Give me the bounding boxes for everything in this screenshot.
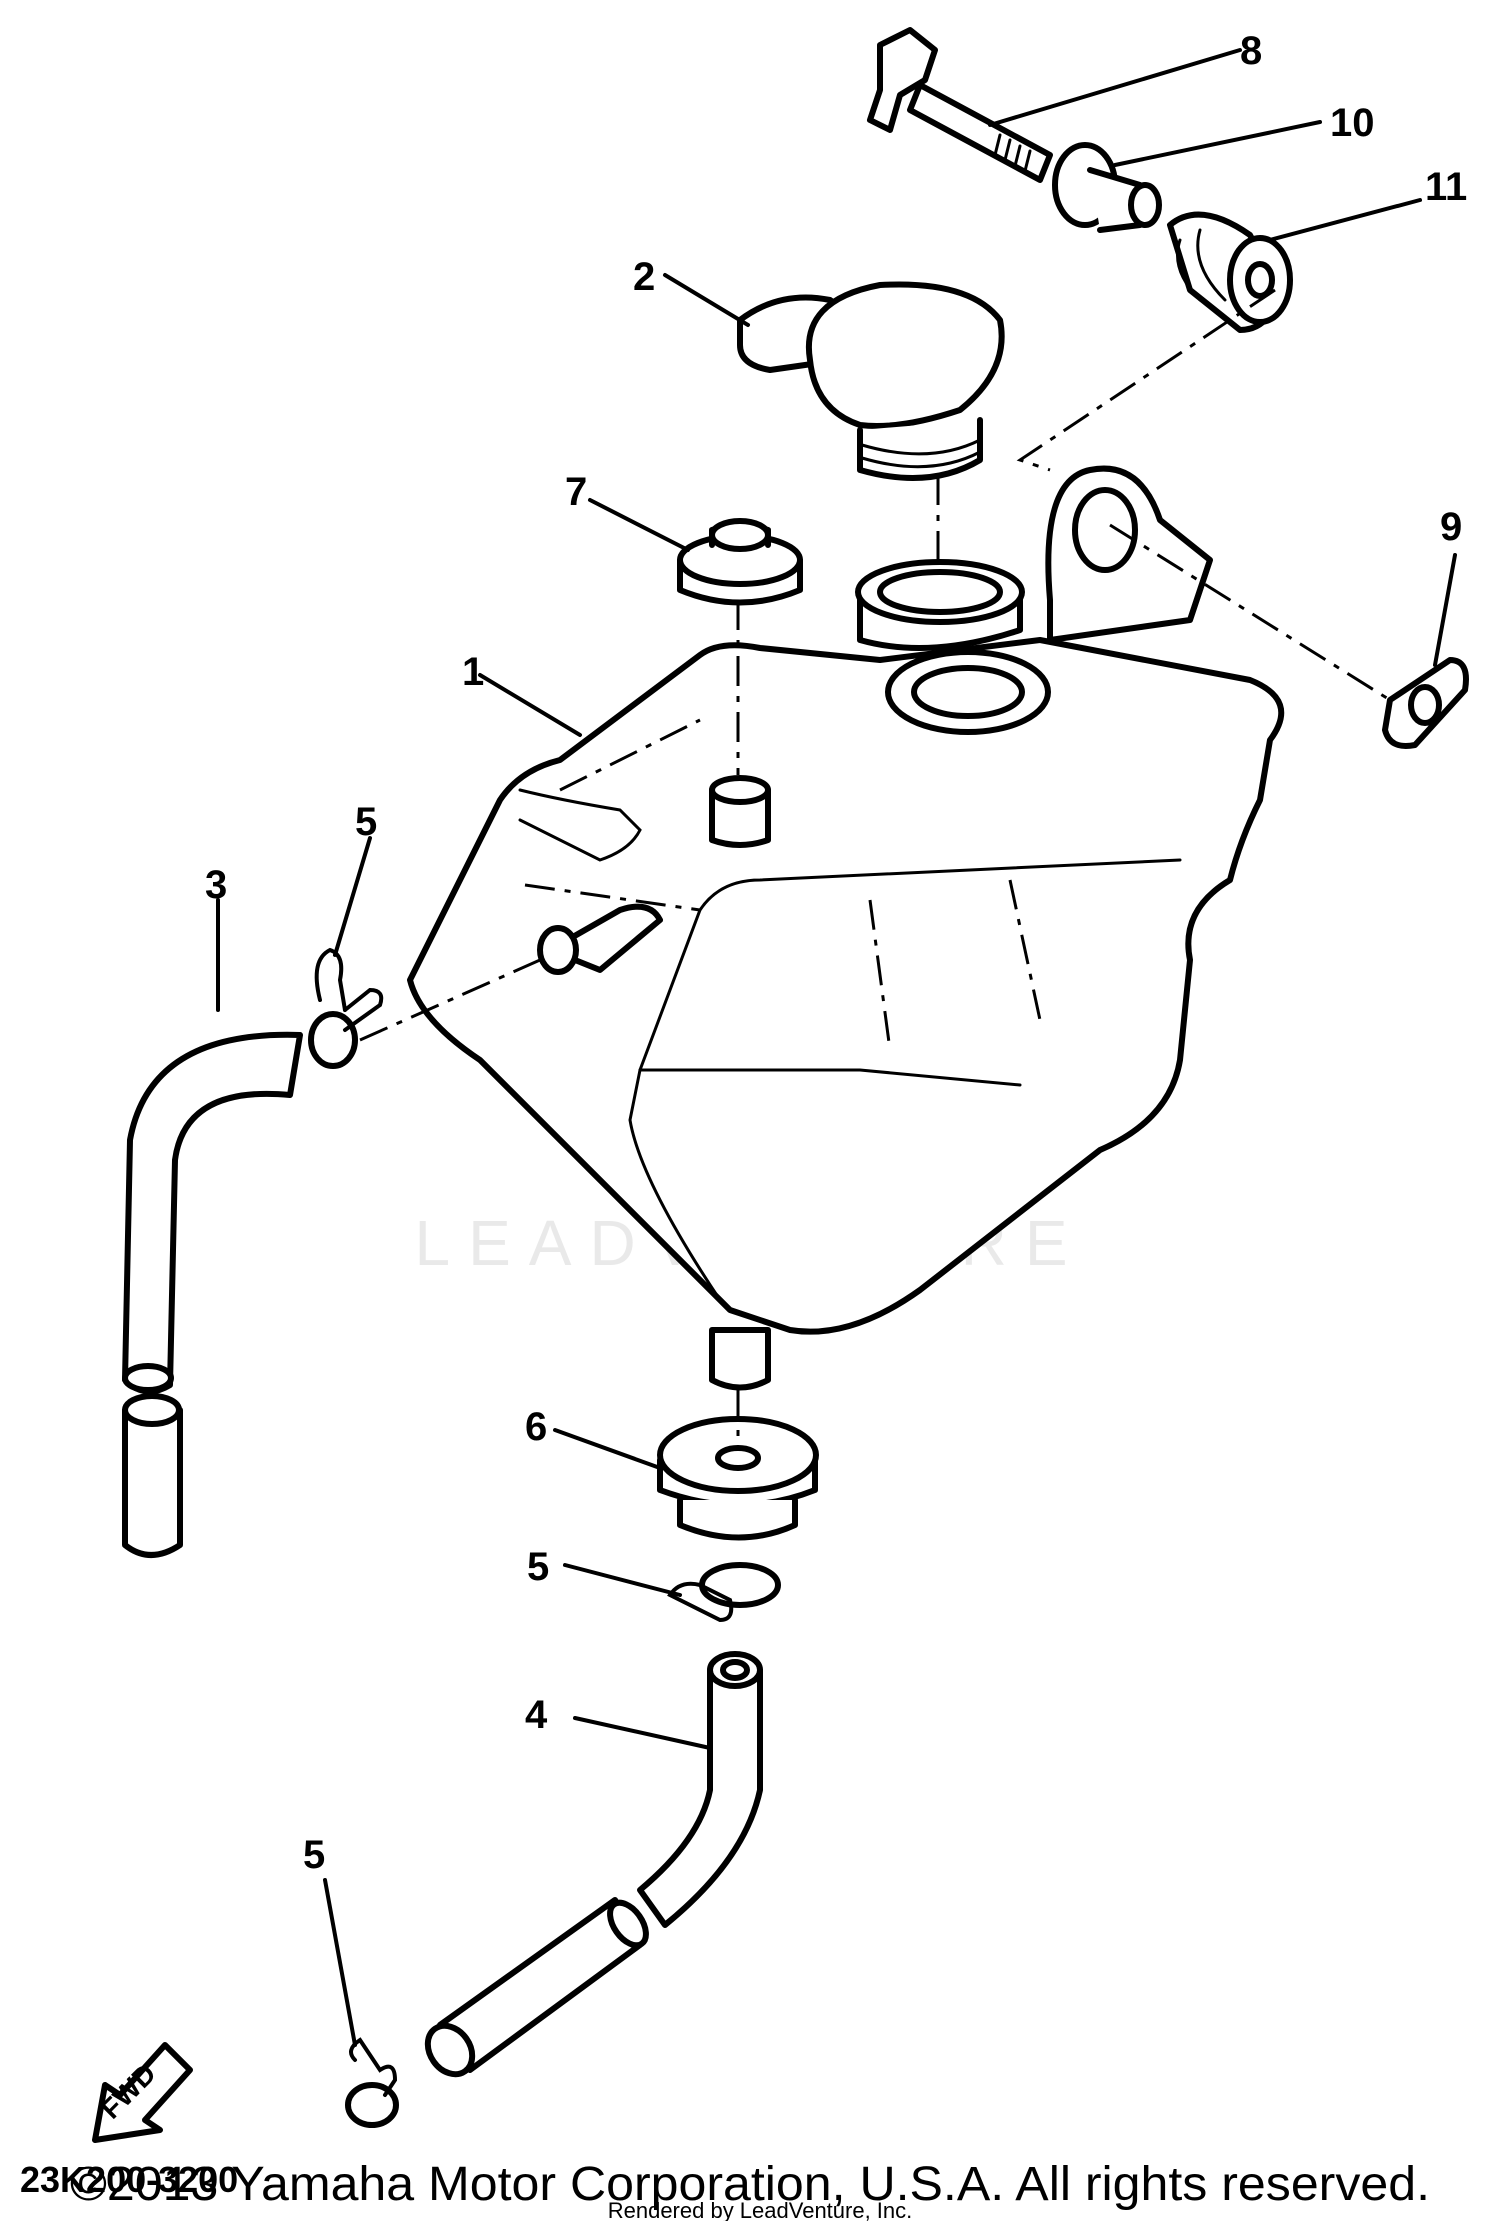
- hose-3: [122, 1031, 303, 1558]
- collar-10: [1052, 142, 1162, 233]
- callout-8: 8: [1240, 29, 1262, 73]
- rendered-by: Rendered by LeadVenture, Inc.: [608, 2198, 913, 2221]
- callout-10: 10: [1330, 101, 1375, 145]
- callout-6: 6: [525, 1405, 547, 1449]
- diagram-code: 23K200-3200: [20, 2159, 238, 2200]
- mount-bolt: [867, 27, 1053, 183]
- callout-4: 4: [525, 1693, 548, 1737]
- callout-9: 9: [1440, 505, 1462, 549]
- callout-5-upper: 5: [355, 800, 377, 844]
- grommet-6: [657, 1416, 819, 1541]
- clip-5-upper: [308, 947, 384, 1069]
- damper-11: [1167, 211, 1293, 333]
- callout-1: 1: [462, 650, 484, 694]
- clip-5-lower: [345, 2037, 399, 2128]
- grommet-7: [677, 518, 803, 606]
- callout-2: 2: [633, 255, 655, 299]
- nut-9: [1382, 657, 1469, 749]
- callout-5-lower: 5: [303, 1833, 325, 1877]
- fuel-tank: [407, 465, 1285, 1391]
- callout-3: 3: [205, 863, 227, 907]
- callout-7: 7: [565, 470, 587, 514]
- callout-5-middle: 5: [527, 1545, 549, 1589]
- copyright-notice: ©2013 Yamaha Motor Corporation, U.S.A. A…: [70, 2158, 1430, 2211]
- fuel-cap: [737, 281, 1005, 481]
- cap-seal: [855, 559, 1025, 651]
- callout-11: 11: [1425, 165, 1467, 209]
- clip-5-middle: [667, 1562, 781, 1623]
- fwd-arrow-icon: FWD: [92, 2042, 193, 2143]
- hose-4: [424, 1651, 763, 2078]
- leader-lines: [216, 48, 1457, 2047]
